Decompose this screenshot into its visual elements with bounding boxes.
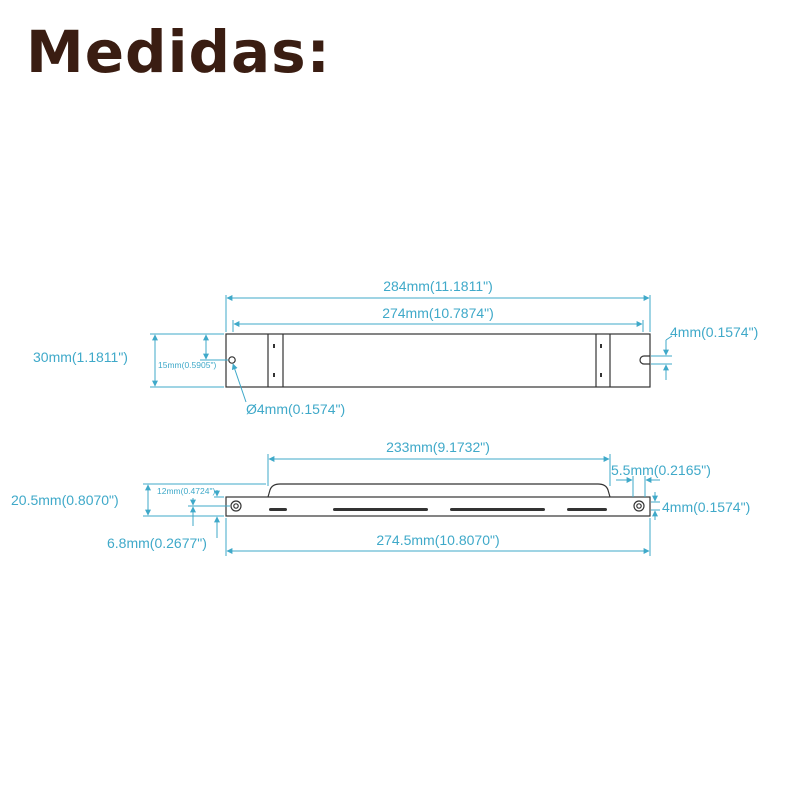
dim-height: 30mm(1.1811") bbox=[33, 349, 128, 365]
dim-slot-width: 4mm(0.1574") bbox=[670, 324, 758, 340]
page-title: Medidas: bbox=[26, 18, 331, 86]
mount-slot-right bbox=[639, 355, 650, 365]
dim-top-length: 233mm(9.1732") bbox=[386, 439, 490, 455]
dim-side-height: 20.5mm(0.8070") bbox=[11, 492, 119, 508]
top-view-markers bbox=[273, 344, 602, 377]
side-mount-hole-right bbox=[633, 500, 645, 512]
top-view-dimension-lines bbox=[150, 295, 673, 403]
dim-flange-thickness: 6.8mm(0.2677") bbox=[107, 535, 207, 551]
side-view: 233mm(9.1732") 5.5mm(0.2165") 20.5mm(0.8… bbox=[11, 439, 750, 556]
dim-mount-hole: 4mm(0.1574") bbox=[662, 499, 750, 515]
side-view-outline bbox=[225, 483, 651, 517]
side-view-dimension-lines bbox=[143, 454, 660, 556]
top-view: 284mm(11.1811") 274mm(10.7874") 30mm(1.1… bbox=[33, 278, 758, 417]
dim-body-length: 274mm(10.7874") bbox=[382, 305, 494, 321]
dim-hole-diameter: Ø4mm(0.1574") bbox=[246, 401, 345, 417]
dim-flange-offset: 12mm(0.4724") bbox=[157, 486, 215, 496]
side-mount-hole-left bbox=[230, 500, 242, 512]
dim-base-length: 274.5mm(10.8070") bbox=[376, 532, 499, 548]
side-view-slots bbox=[269, 508, 607, 511]
dim-overall-length: 284mm(11.1811") bbox=[383, 278, 493, 294]
mount-hole-left bbox=[228, 356, 236, 364]
dim-end-offset: 5.5mm(0.2165") bbox=[611, 462, 711, 478]
top-view-outline bbox=[225, 333, 651, 388]
dim-hole-offset: 15mm(0.5905") bbox=[158, 360, 216, 370]
